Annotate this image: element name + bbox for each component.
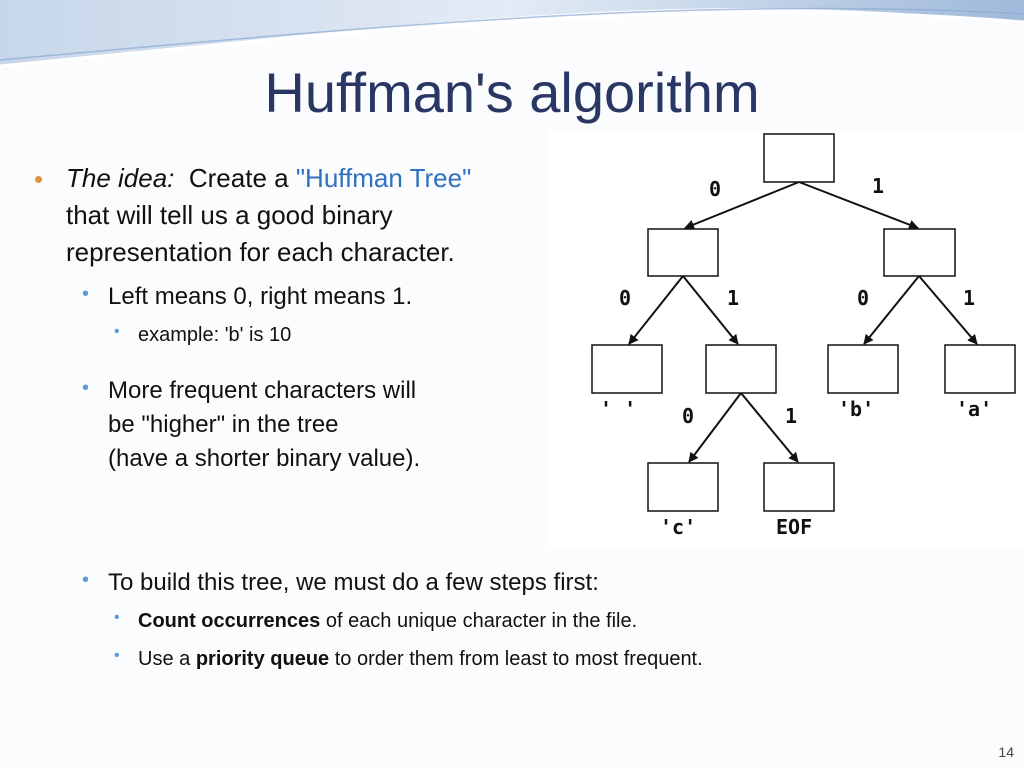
sub-bullet-dot-icon: • xyxy=(82,283,90,305)
leaf-label-space: ' ' xyxy=(600,397,636,421)
idea-label: The idea: xyxy=(66,163,175,193)
node-l xyxy=(647,228,719,277)
edge-label-r-1: 1 xyxy=(963,286,975,310)
count-occurrences-bold: Count occurrences xyxy=(138,610,321,632)
edge-r-left xyxy=(863,275,920,345)
leaf-label-eof: EOF xyxy=(776,515,812,539)
count-occurrences-line: Count occurrences of each unique charact… xyxy=(138,608,637,634)
count-occurrences-rest: of each unique character in the file. xyxy=(325,610,638,632)
build-steps-text: To build this tree, we must do a few ste… xyxy=(108,569,599,596)
example-text: example: 'b' is 10 xyxy=(138,324,292,346)
priority-queue-rest: to order them from least to most frequen… xyxy=(334,648,703,670)
edge-root-left xyxy=(684,181,800,230)
priority-queue-before: Use a xyxy=(138,648,191,670)
idea-line-2: that will tell us a good binary xyxy=(66,200,393,230)
edge-label-root-1: 1 xyxy=(872,174,884,198)
node-eof xyxy=(763,462,835,512)
huffman-tree-highlight: "Huffman Tree" xyxy=(295,163,472,193)
idea-text: Create a xyxy=(188,163,289,193)
header-swoosh xyxy=(0,0,1024,68)
priority-queue-line: Use a priority queue to order them from … xyxy=(138,646,703,672)
sub-sub-bullet-dot-icon: • xyxy=(114,609,120,626)
edge-label-l-1: 1 xyxy=(727,286,739,310)
edge-l-left xyxy=(628,275,684,345)
edge-lr-left xyxy=(688,392,742,463)
leaf-label-b: 'b' xyxy=(838,397,874,421)
edge-lr-right xyxy=(740,392,799,463)
edge-label-root-0: 0 xyxy=(709,177,721,201)
sub-bullet-dot-icon: • xyxy=(82,569,90,591)
node-space xyxy=(591,344,663,394)
sub-sub-bullet-dot-icon: • xyxy=(114,647,120,664)
node-b xyxy=(827,344,899,394)
priority-queue-bold: priority queue xyxy=(195,648,330,670)
node-root xyxy=(763,133,835,183)
sub-bullet-dot-icon: • xyxy=(82,377,90,399)
page-number: 14 xyxy=(998,744,1014,760)
idea-line-3: representation for each character. xyxy=(66,237,455,267)
edge-label-lr-0: 0 xyxy=(682,404,694,428)
edge-root-right xyxy=(798,181,919,230)
edge-label-r-0: 0 xyxy=(857,286,869,310)
left-right-rule: Left means 0, right means 1. xyxy=(108,283,413,310)
frequency-line-1: More frequent characters will xyxy=(108,377,417,404)
node-c xyxy=(647,462,719,512)
sub-sub-bullet-dot-icon: • xyxy=(114,323,120,340)
leaf-label-c: 'c' xyxy=(660,515,696,539)
edge-l-right xyxy=(682,275,739,345)
huffman-tree-diagram: 0 1 0 1 0 1 0 1 ' ' 'b' 'a' 'c' EOF xyxy=(548,130,1024,548)
node-lr xyxy=(705,344,777,394)
edge-label-l-0: 0 xyxy=(619,286,631,310)
node-a xyxy=(944,344,1016,394)
slide-title: Huffman's algorithm xyxy=(264,61,760,124)
bullet-dot-icon: • xyxy=(34,164,44,194)
edge-label-lr-1: 1 xyxy=(785,404,797,428)
leaf-label-a: 'a' xyxy=(956,397,992,421)
frequency-line-3: (have a shorter binary value). xyxy=(108,445,421,472)
edge-r-right xyxy=(918,275,978,345)
idea-line-1: The idea: Create a "Huffman Tree" xyxy=(66,160,471,197)
node-r xyxy=(883,228,956,277)
frequency-line-2: be "higher" in the tree xyxy=(108,411,339,438)
